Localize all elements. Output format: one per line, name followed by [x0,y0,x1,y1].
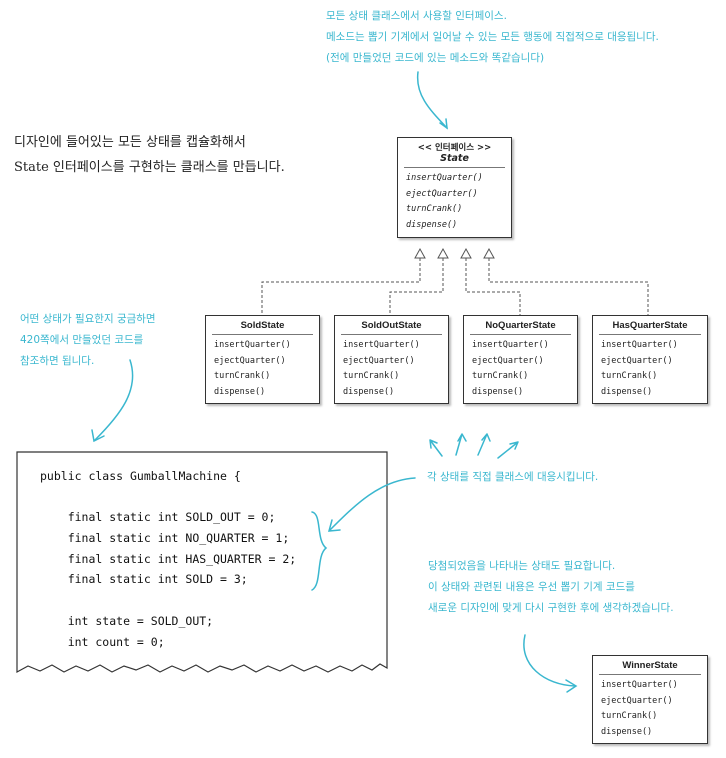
method: ejectQuarter() [472,355,544,366]
method: ejectQuarter() [406,188,478,199]
method: ejectQuarter() [343,355,415,366]
method: insertQuarter() [406,173,483,183]
method: dispense() [406,219,458,230]
class-name: SoldState [240,320,285,331]
method: dispense() [343,386,395,397]
triangle-icon [414,247,426,259]
method: insertQuarter() [601,680,678,690]
class-name: NoQuarterState [485,320,556,331]
method: ejectQuarter() [601,355,673,366]
note-line: 당첨되었음을 나타내는 상태도 필요합니다. [428,560,616,572]
method: insertQuarter() [343,340,420,350]
method: insertQuarter() [214,340,291,350]
note-line: (전에 만들었던 코드에 있는 메소드와 똑같습니다) [326,52,545,64]
method: insertQuarter() [601,340,678,350]
method: insertQuarter() [472,340,549,350]
class-name: WinnerState [622,660,678,671]
note-line: 새로운 디자인에 맞게 다시 구현한 후에 생각하겠습니다. [428,602,674,614]
realization-noquarterstate [465,258,521,315]
arrow-left-note [94,359,134,441]
triangle-icon [483,247,495,259]
note-line: 모든 상태 클래스에서 사용할 인터페이스. [326,10,507,22]
method: turnCrank() [472,371,529,381]
code-line: int count = 0; [40,634,165,649]
note-line: 어떤 상태가 필요한지 궁금하면 [20,313,156,325]
code-line: final static int SOLD = 3; [40,572,248,587]
class-name: HasQuarterState [612,320,688,331]
method: turnCrank() [601,371,658,381]
triangle-icon [437,247,449,259]
winnerstate-class-box: WinnerState insertQuarter() ejectQuarter… [592,655,708,744]
interface-note: 모든 상태 클래스에서 사용할 인터페이스. 메소드는 뽑기 기계에서 일어날 … [326,6,659,69]
arrow-top-note [416,71,448,129]
code-line: final static int HAS_QUARTER = 2; [40,551,297,566]
class-name: SoldOutState [361,320,422,331]
soldoutstate-class-box: SoldOutState insertQuarter() ejectQuarte… [334,315,449,404]
intro-line: 디자인에 들어있는 모든 상태를 캡슐화해서 [14,135,246,150]
method: turnCrank() [406,204,463,214]
note-line: 이 상태와 관련된 내용은 우선 뽑기 기계 코드를 [428,581,635,593]
method: dispense() [214,386,266,397]
note-line: 420쪽에서 만들었던 코드를 [20,334,144,346]
arrow-map-note [329,477,416,531]
method: dispense() [601,726,653,737]
code-line: final static int SOLD_OUT = 0; [40,510,276,525]
gumball-code: public class GumballMachine { final stat… [40,466,296,652]
noquarterstate-class-box: NoQuarterState insertQuarter() ejectQuar… [463,315,578,404]
method: turnCrank() [601,711,658,721]
intro-text: 디자인에 들어있는 모든 상태를 캡슐화해서 State 인터페이스를 구현하는… [14,130,285,180]
code-line [40,590,296,611]
class-name: State [440,153,469,164]
hasquarterstate-class-box: HasQuarterState insertQuarter() ejectQua… [592,315,708,404]
method: dispense() [601,386,653,397]
stereotype-label: << 인터페이스 >> [417,143,492,153]
method: dispense() [472,386,524,397]
method: ejectQuarter() [601,695,673,706]
brace [311,511,328,591]
note-line: 메소드는 뽑기 기계에서 일어날 수 있는 모든 행동에 직접적으로 대응됩니다… [326,31,659,43]
state-interface-box: << 인터페이스 >> State insertQuarter() ejectQ… [397,137,512,238]
soldstate-class-box: SoldState insertQuarter() ejectQuarter()… [205,315,320,404]
code-line: public class GumballMachine { [40,469,241,483]
code-line: int state = SOLD_OUT; [40,613,214,628]
realization-soldoutstate [389,258,444,315]
intro-line: State 인터페이스를 구현하는 클래스를 만듭니다. [14,160,285,175]
method: ejectQuarter() [214,355,286,366]
sunburst-arrows [429,433,519,459]
winner-note: 당첨되었음을 나타내는 상태도 필요합니다. 이 상태와 관련된 내용은 우선 … [428,556,674,619]
code-line [40,487,296,508]
code-line: final static int NO_QUARTER = 1; [40,531,290,546]
reference-note: 어떤 상태가 필요한지 궁금하면 420쪽에서 만들었던 코드를 참조하면 됩니… [20,309,156,372]
realization-soldstate [261,258,421,315]
mapping-note: 각 상태를 직접 클래스에 대응시킵니다. [427,471,599,483]
realization-hasquarterstate [488,258,649,315]
triangle-icon [460,247,472,259]
note-line: 참조하면 됩니다. [20,355,95,367]
method: turnCrank() [343,371,400,381]
code-box [16,451,388,674]
arrow-winner-note [523,634,576,687]
method: turnCrank() [214,371,271,381]
